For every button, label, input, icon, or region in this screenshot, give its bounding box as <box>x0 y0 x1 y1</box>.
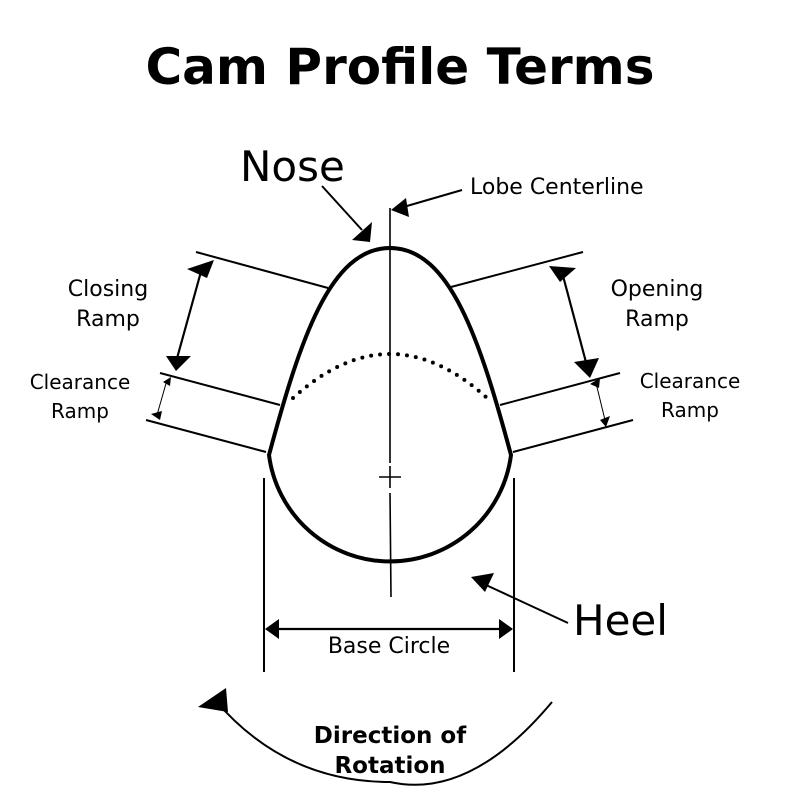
rotation-arrow-head <box>198 688 228 712</box>
heel-leader-line <box>485 584 569 624</box>
page-title: Cam Profile Terms <box>145 38 655 96</box>
closing-ramp-label: Closing Ramp <box>67 277 149 332</box>
lobe-centerline-leader-line <box>399 189 463 209</box>
cam-lobe-outline <box>266 245 514 564</box>
heel-leader-arrow <box>471 573 494 592</box>
closing-ramp-arrow-top <box>187 260 214 278</box>
opening-ramp-arrow-top <box>549 266 576 282</box>
lobe-centerline-label: Lobe Centerline <box>470 175 644 200</box>
closing-ramp-dimension-line <box>174 267 204 363</box>
clearance-ramp-left-lower-line <box>145 419 267 453</box>
base-circle-label: Base Circle <box>327 634 451 659</box>
closing-ramp-arrow-bottom <box>166 356 191 371</box>
clearance-ramp-right-upper-line <box>499 372 621 406</box>
clearance-ramp-right-dimension-line <box>595 382 606 421</box>
opening-ramp-upper-line <box>450 251 584 288</box>
opening-ramp-dimension-line <box>560 271 589 367</box>
opening-ramp-arrow-bottom <box>574 358 599 378</box>
lobe-centerline-leader-arrow <box>391 198 409 217</box>
nose-leader-arrow <box>352 222 372 242</box>
rotation-arrow-arc <box>214 699 553 786</box>
clearance-ramp-left-dimension-line <box>156 379 168 416</box>
clearance-ramp-right-arrow-bottom <box>600 416 610 427</box>
clearance-ramp-right-arrow-top <box>590 378 600 388</box>
clearance-ramp-left-label: Clearance Ramp <box>29 370 131 423</box>
heel-label: Heel <box>573 596 668 645</box>
clearance-ramp-right-lower-line <box>512 419 634 453</box>
closing-ramp-upper-line <box>195 251 329 289</box>
base-circle-arrow-right <box>499 619 513 639</box>
lobe-centerline-lower <box>389 492 392 598</box>
nose-leader-line <box>321 185 363 231</box>
clearance-ramp-left-arrow-bottom <box>151 411 162 420</box>
clearance-ramp-left-upper-line <box>159 372 281 406</box>
nose-label: Nose <box>240 142 345 191</box>
clearance-ramp-right-label: Clearance Ramp <box>639 369 741 422</box>
base-circle-arrow-left <box>265 619 279 639</box>
clearance-ramp-left-arrow-top <box>163 377 171 386</box>
direction-of-rotation-label: Direction of Rotation <box>313 723 467 779</box>
opening-ramp-label: Opening Ramp <box>610 277 704 332</box>
